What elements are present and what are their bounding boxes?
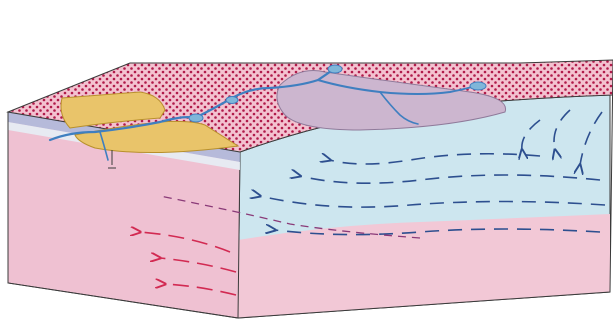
spring-1: [189, 114, 203, 122]
spring-4: [470, 82, 486, 90]
spring-2: [226, 97, 238, 104]
spring-3: [328, 65, 342, 73]
